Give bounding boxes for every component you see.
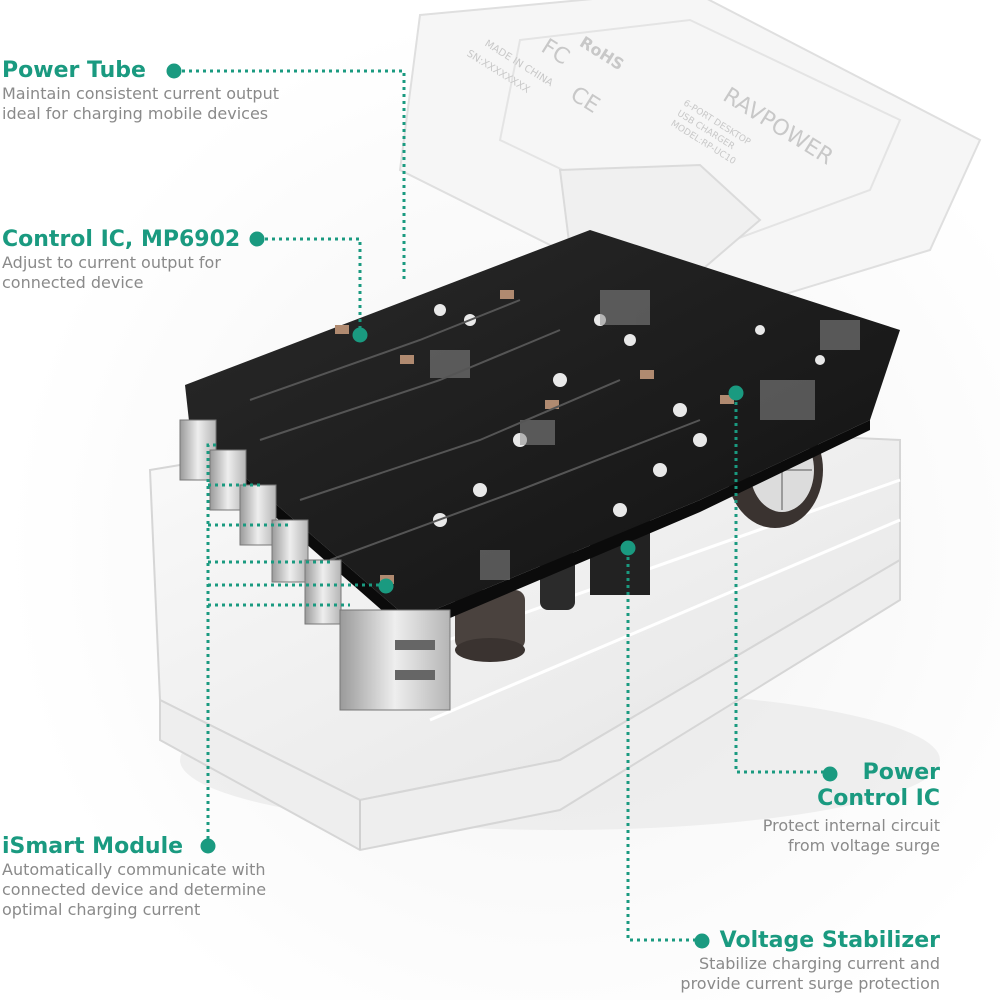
ismart-module-title: iSmart Module <box>2 834 184 859</box>
voltage-stabilizer-desc-2: provide current surge protection <box>680 974 940 993</box>
power-control-ic-desc-1: Protect internal circuit <box>762 816 940 835</box>
power-control-ic-target-dot <box>728 385 744 401</box>
ismart-module-desc-2: connected device and determine <box>2 880 267 899</box>
control-ic-title: Control IC, MP6902 <box>2 227 241 252</box>
power-control-ic-title-1: Power <box>862 760 940 785</box>
power-control-ic-dot <box>822 766 838 782</box>
control-ic-desc-1: Adjust to current output for <box>2 253 221 272</box>
power-control-ic-desc-2: from voltage surge <box>788 836 940 855</box>
ismart-module-desc-3: optimal charging current <box>2 900 201 919</box>
ismart-module-target-dot <box>378 578 394 594</box>
power-tube-title: Power Tube <box>2 58 146 83</box>
voltage-stabilizer-desc-1: Stabilize charging current and <box>699 954 940 973</box>
callout-ismart-module: iSmart Module Automatically communicate … <box>2 834 266 920</box>
callout-control-ic: Control IC, MP6902 Adjust to current out… <box>2 227 240 293</box>
voltage-stabilizer-title: Voltage Stabilizer <box>719 928 940 953</box>
voltage-stabilizer-dot <box>694 933 710 949</box>
power-control-ic-title-2: Control IC <box>817 786 940 811</box>
voltage-stabilizer-target-dot <box>620 540 636 556</box>
ismart-module-dot <box>200 838 216 854</box>
control-ic-desc-2: connected device <box>2 273 144 292</box>
control-ic-dot <box>249 231 265 247</box>
power-tube-desc-1: Maintain consistent current output <box>2 84 279 103</box>
control-ic-target-dot <box>352 327 368 343</box>
ismart-module-desc-1: Automatically communicate with <box>2 860 266 879</box>
callout-power-control-ic: Power Control IC Protect internal circui… <box>763 760 940 856</box>
pcb-board <box>185 230 900 644</box>
callout-power-tube: Power Tube Maintain consistent current o… <box>2 58 279 124</box>
power-tube-desc-2: ideal for charging mobile devices <box>2 104 269 123</box>
callout-voltage-stabilizer: Voltage Stabilizer Stabilize charging cu… <box>680 928 940 994</box>
power-tube-dot <box>166 63 182 79</box>
